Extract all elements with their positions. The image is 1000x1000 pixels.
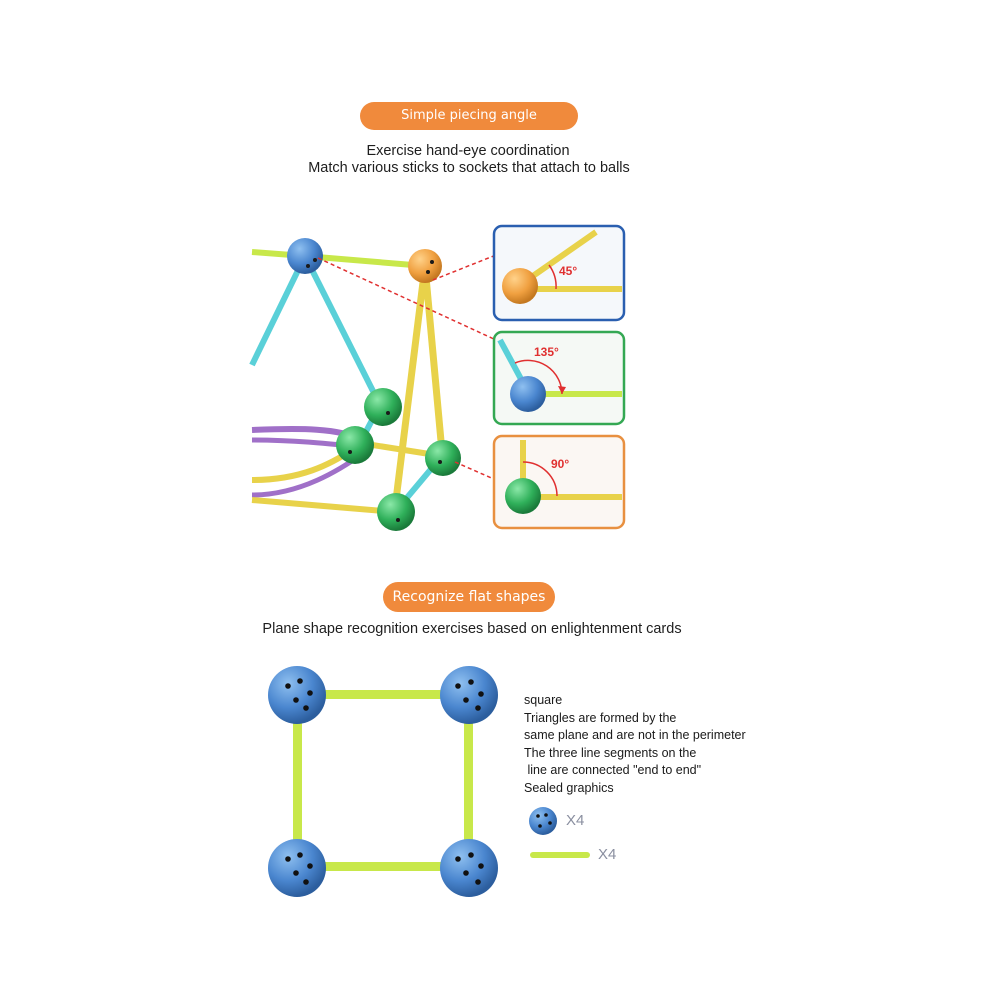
subtitle-line-1: Exercise hand-eye coordination xyxy=(366,143,570,159)
green-ball-icon xyxy=(336,426,374,464)
square-description: square Triangles are formed by the same … xyxy=(524,692,746,798)
blue-ball-icon xyxy=(440,666,498,724)
square-model xyxy=(268,666,498,897)
ball-count: X4 xyxy=(566,812,585,829)
description-line: square xyxy=(524,693,563,707)
angle-label-45: 45° xyxy=(559,264,577,278)
blue-ball-icon xyxy=(510,376,546,412)
section-title-piecing: Simple piecing angle understanding xyxy=(360,102,578,151)
orange-ball-icon xyxy=(502,268,538,304)
stick-count: X4 xyxy=(598,846,617,863)
angle-frame-45: 45° xyxy=(492,224,626,322)
orange-ball-icon xyxy=(408,249,442,283)
green-ball-icon xyxy=(377,493,415,531)
green-ball-icon xyxy=(364,388,402,426)
angle-label-90: 90° xyxy=(551,457,569,471)
description-line: Triangles are formed by the xyxy=(524,710,677,725)
blue-ball-icon xyxy=(440,839,498,897)
structure-model xyxy=(249,238,497,531)
description-line: Sealed graphics xyxy=(524,780,614,795)
angle-frame-135: 135° xyxy=(492,330,626,426)
green-ball-icon xyxy=(425,440,461,476)
description-line: The three line segments on the xyxy=(524,745,697,760)
flat-shapes-subtitle: Plane shape recognition exercises based … xyxy=(262,621,682,637)
subtitle-line-2: Match various sticks to sockets that att… xyxy=(308,160,630,176)
green-ball-icon xyxy=(505,478,541,514)
stick-legend-icon xyxy=(530,852,590,858)
description-line: line are connected "end to end" xyxy=(524,763,702,778)
description-line: same plane and are not in the perimeter xyxy=(524,728,746,743)
blue-ball-icon xyxy=(268,666,326,724)
angle-frame-90: 90° xyxy=(492,434,626,530)
ball-legend-icon xyxy=(529,807,557,835)
blue-ball-icon xyxy=(287,238,323,274)
section-title-flat-shapes: Recognize flat shapes xyxy=(383,582,555,612)
blue-ball-icon xyxy=(268,839,326,897)
angle-label-135: 135° xyxy=(534,345,559,359)
